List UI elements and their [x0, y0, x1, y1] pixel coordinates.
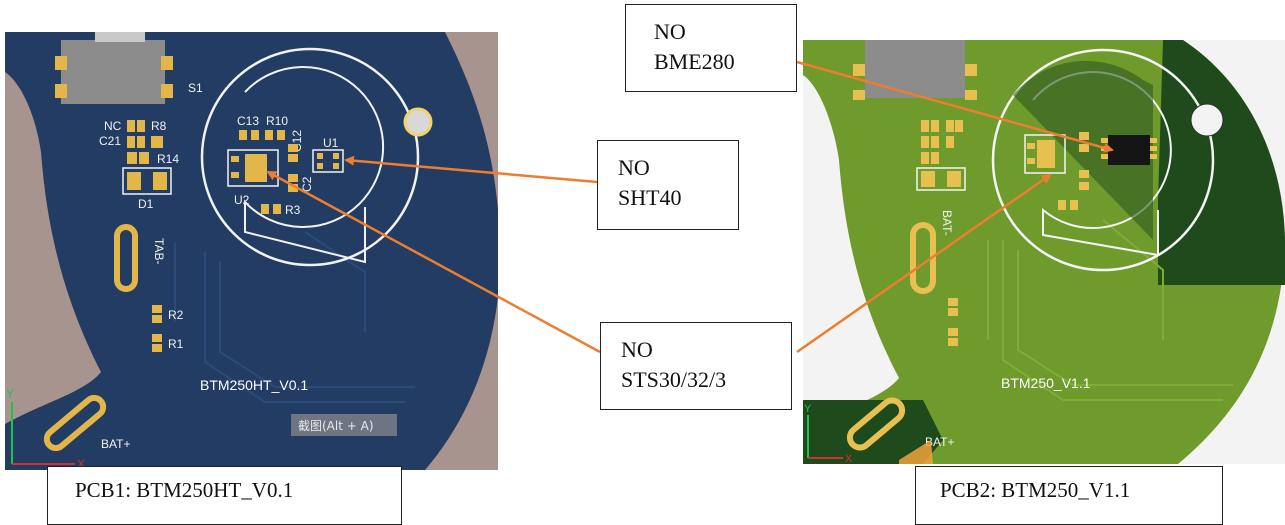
- callout-sht40: NO SHT40: [597, 140, 739, 230]
- callout-sts3x: NO STS30/32/3: [600, 322, 792, 410]
- callout-sht40-line2: SHT40: [618, 185, 682, 210]
- caption-pcb1-text: PCB1: BTM250HT_V0.1: [75, 478, 294, 502]
- pcb1-label-c2: C2: [300, 176, 314, 192]
- callout-sts3x-line1: NO: [621, 337, 653, 362]
- pcb1-label-r3: R3: [285, 203, 301, 217]
- pcb1-label-s1: S1: [188, 81, 203, 95]
- pcb1-axis-x: X: [77, 457, 85, 470]
- pcb1-label-r8: R8: [151, 119, 167, 133]
- pcb2-render: BAT- BTM250_V1.1 BAT+ Y X: [803, 40, 1285, 464]
- pcb1-screenshot-hint: 截图(Alt + A): [298, 419, 374, 433]
- pcb1-label-u2: U2: [234, 193, 250, 207]
- pcb1-label-bat-plus: BAT+: [101, 437, 130, 451]
- pcb2-board-label: BTM250_V1.1: [1001, 375, 1091, 391]
- pcb1-label-tab: TAB-: [152, 238, 166, 264]
- caption-pcb2: PCB2: BTM250_V1.1: [915, 466, 1223, 525]
- callout-bme280-line1: NO: [654, 19, 686, 44]
- callout-bme280: NO BME280: [625, 4, 797, 92]
- pcb1-render: S1 NC R8 C21 R14 D1 C13 R10 C12 U1 C2 U2…: [5, 32, 498, 470]
- pcb2-label-bat-plus: BAT+: [925, 435, 954, 449]
- pcb1-label-d1: D1: [138, 197, 154, 211]
- pcb2-label-bat-minus: BAT-: [940, 210, 954, 236]
- pcb1-label-r14: R14: [157, 152, 179, 166]
- pcb1-label-u1: U1: [323, 136, 339, 150]
- pcb2-axis-y: Y: [804, 403, 812, 415]
- pcb2-axis-x: X: [845, 453, 853, 464]
- callout-sht40-line1: NO: [618, 155, 650, 180]
- pcb1-label-c21: C21: [99, 134, 121, 148]
- callout-bme280-line2: BME280: [654, 49, 735, 74]
- pcb1-label-nc: NC: [104, 119, 122, 133]
- pcb1-label-r10: R10: [266, 114, 288, 128]
- pcb1-label-r1: R1: [168, 337, 184, 351]
- caption-pcb1: PCB1: BTM250HT_V0.1: [47, 466, 402, 525]
- caption-pcb2-text: PCB2: BTM250_V1.1: [940, 478, 1131, 502]
- pcb1-label-r2: R2: [168, 308, 184, 322]
- callout-sts3x-line2: STS30/32/3: [621, 367, 727, 392]
- pcb1-axis-y: Y: [6, 387, 14, 401]
- pcb1-board-label: BTM250HT_V0.1: [200, 377, 308, 393]
- pcb1-label-c13: C13: [237, 114, 259, 128]
